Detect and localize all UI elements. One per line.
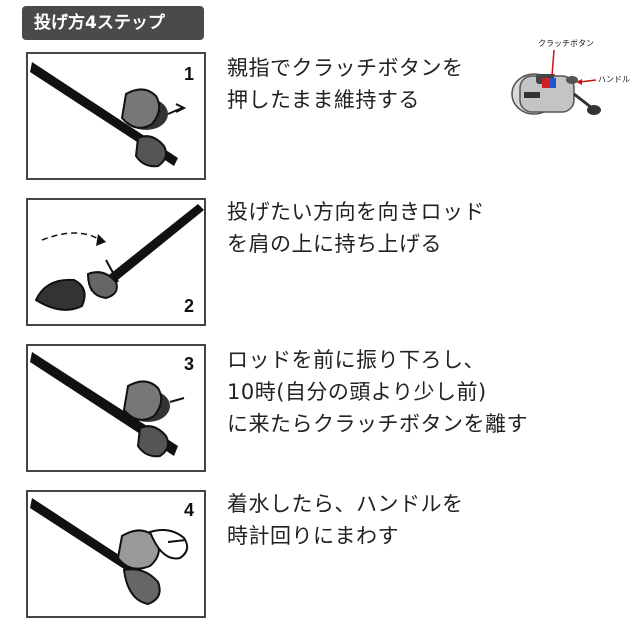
step-number: 1 <box>184 64 194 85</box>
step-3-description: ロッドを前に振り下ろし、 10時(自分の頭より少し前) に来たらクラッチボタンを… <box>227 344 528 440</box>
clutch-button-label: クラッチボタン <box>538 38 594 49</box>
rod-forward-illustration <box>28 346 204 470</box>
step-3-line-2: 10時(自分の頭より少し前) <box>227 376 528 408</box>
step-3-line-3: に来たらクラッチボタンを離す <box>227 408 528 440</box>
step-number: 4 <box>184 500 194 521</box>
section-title: 投げ方4ステップ <box>22 6 204 40</box>
step-4-description: 着水したら、ハンドルを 時計回りにまわす <box>227 488 464 552</box>
step-3-illustration: 3 <box>26 344 206 472</box>
step-3-line-1: ロッドを前に振り下ろし、 <box>227 344 528 376</box>
step-1-line-2: 押したまま維持する <box>227 84 464 116</box>
step-4-line-2: 時計回りにまわす <box>227 520 464 552</box>
handle-label: ハンドル <box>598 74 630 85</box>
step-4-illustration: 4 <box>26 490 206 618</box>
step-number: 3 <box>184 354 194 375</box>
step-4-line-1: 着水したら、ハンドルを <box>227 488 464 520</box>
step-1-description: 親指でクラッチボタンを 押したまま維持する <box>227 52 464 116</box>
step-2-line-2: を肩の上に持ち上げる <box>227 228 485 260</box>
reel-in-illustration <box>28 492 204 616</box>
step-1-illustration: 1 <box>26 52 206 180</box>
step-2-illustration: 2 <box>26 198 206 326</box>
step-2-description: 投げたい方向を向きロッド を肩の上に持ち上げる <box>227 196 485 260</box>
step-2-line-1: 投げたい方向を向きロッド <box>227 196 485 228</box>
baitcasting-reel-image: クラッチボタン ハンドル <box>494 38 634 126</box>
step-1-line-1: 親指でクラッチボタンを <box>227 52 464 84</box>
rod-raise-illustration <box>28 200 204 324</box>
rod-grip-illustration-1 <box>28 54 204 178</box>
step-number: 2 <box>184 296 194 317</box>
